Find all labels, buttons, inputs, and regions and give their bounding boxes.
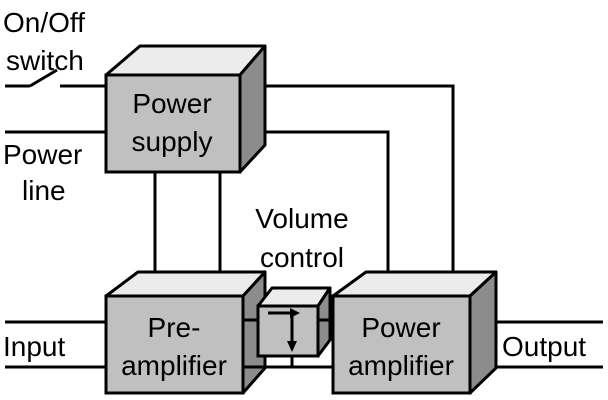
preamplifier-block: Pre- amplifier — [104, 270, 267, 395]
on-off-label-line1: On/Off — [3, 7, 85, 38]
supply-to-power-amp-wire-2 — [265, 130, 390, 272]
power-amplifier-label-line1: Power — [361, 312, 440, 343]
output-label: Output — [502, 331, 586, 362]
power-supply-block: Power supply — [104, 44, 267, 174]
power-supply-top-face — [104, 44, 267, 77]
supply-to-power-amp-wire-1 — [265, 84, 455, 272]
on-off-label-line2: switch — [6, 45, 84, 76]
wiring — [5, 68, 603, 369]
power-amplifier-top-face — [331, 270, 498, 298]
power-supply-front-face — [104, 73, 242, 174]
input-label: Input — [3, 331, 65, 362]
power-supply-label-line2: supply — [132, 126, 213, 157]
volume-control-arrow-right-head — [290, 308, 300, 318]
preamplifier-top-face — [104, 270, 267, 298]
power-amplifier-front-face — [331, 294, 472, 395]
power-amplifier-label-line2: amplifier — [348, 350, 454, 381]
preamplifier-front-face — [104, 294, 245, 395]
power-amplifier-block: Power amplifier — [331, 270, 498, 395]
volume-control-block — [256, 286, 332, 358]
volume-control-arrow-down-head — [287, 341, 297, 352]
power-line-label-line1: Power — [3, 139, 82, 170]
volume-control-label-line1: Volume — [255, 203, 348, 234]
preamplifier-label-line1: Pre- — [148, 312, 201, 343]
power-supply-label-line1: Power — [132, 88, 211, 119]
volume-control-label-line2: control — [260, 242, 344, 273]
preamplifier-label-line2: amplifier — [121, 350, 227, 381]
power-line-label-line2: line — [22, 175, 66, 206]
switch-contact — [29, 68, 58, 88]
